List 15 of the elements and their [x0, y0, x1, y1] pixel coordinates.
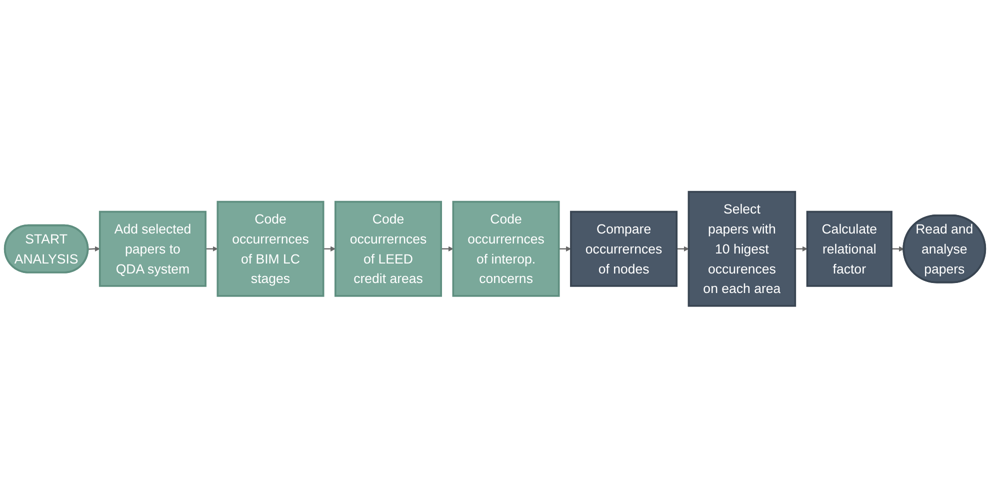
arrow — [323, 246, 336, 252]
node-box: Calculate relational factor — [806, 210, 892, 287]
arrow — [441, 246, 454, 252]
arrow — [88, 246, 100, 252]
node-box: Compare occurrernces of nodes — [570, 210, 678, 287]
arrow — [206, 246, 218, 252]
arrow — [558, 246, 572, 252]
node-box: Code occurrernces of interop. concerns — [452, 201, 560, 297]
arrow — [676, 246, 689, 252]
arrow — [892, 246, 904, 252]
arrow — [795, 246, 808, 252]
node-box: Add selected papers to QDA system — [98, 210, 206, 287]
node-box: Select papers with 10 higest occurences on each area — [688, 191, 796, 307]
node-box: Code occurrernces of LEED credit areas — [334, 201, 442, 297]
node-box: Code occurrernces of BIM LC stages — [216, 201, 324, 297]
